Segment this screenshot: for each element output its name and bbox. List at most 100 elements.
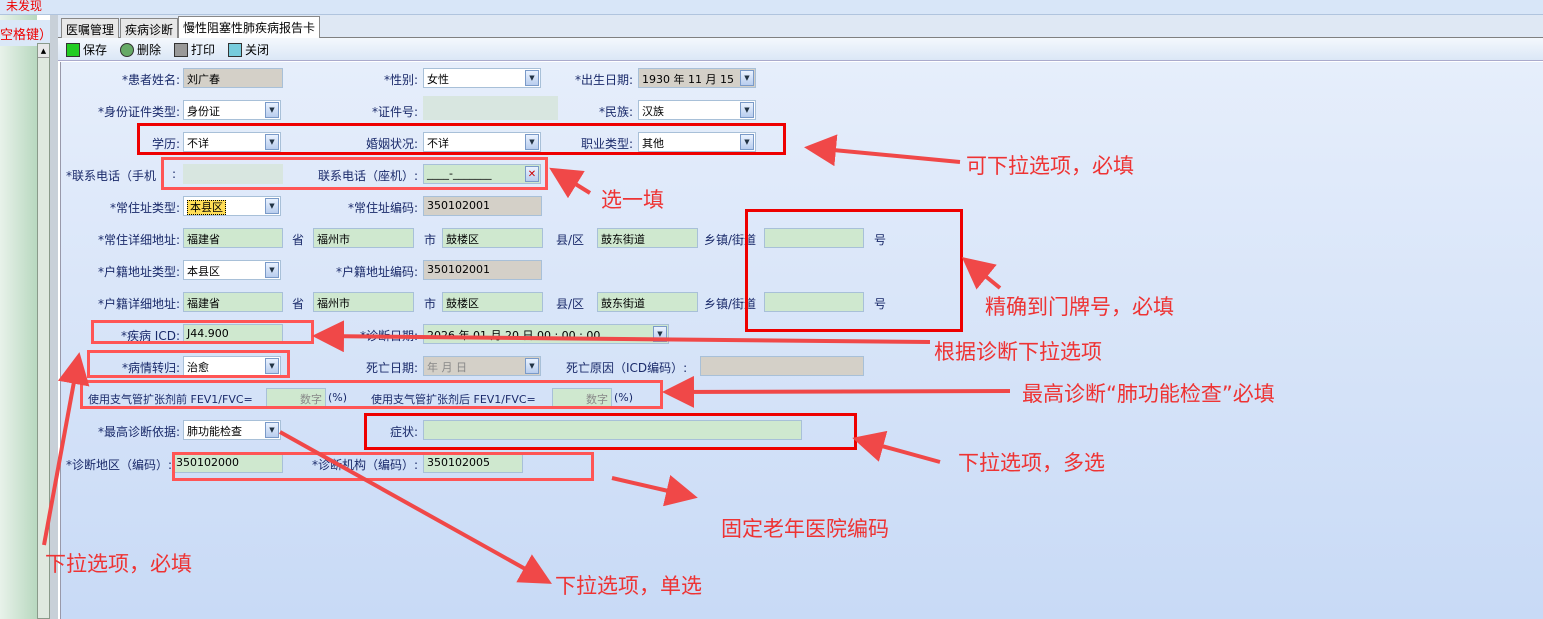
region-code-input[interactable]: 350102000 <box>172 453 283 473</box>
fev-post-input[interactable]: 数字 <box>552 388 612 408</box>
chevron-down-icon[interactable]: ▼ <box>265 422 279 438</box>
scrollbar[interactable]: ▲ <box>37 43 50 619</box>
chevron-down-icon[interactable]: ▼ <box>740 102 754 118</box>
chevron-down-icon[interactable]: ▼ <box>265 262 279 278</box>
fev-pre-label: 使用支气管扩张剂前 FEV1/FVC= <box>88 393 253 406</box>
outcome-value: 治愈 <box>187 361 209 374</box>
id-type-value: 身份证 <box>187 105 220 118</box>
id-type-select[interactable]: 身份证 ▼ <box>183 100 281 120</box>
fev-pre-input[interactable]: 数字 <box>266 388 326 408</box>
close-button[interactable]: 关闭 <box>228 41 269 58</box>
diagnosis-date-picker[interactable]: 2026 年 01 月 20 日 00 : 00 : 00▼ <box>423 324 669 344</box>
patient-name-input[interactable]: 刘广春 <box>183 68 283 88</box>
fev-post-label: 使用支气管扩张剂后 FEV1/FVC= <box>371 393 536 406</box>
annotation-note: 精确到门牌号，必填 <box>985 295 1174 319</box>
annotation-note: 可下拉选项，必填 <box>966 154 1134 178</box>
registered-type-select[interactable]: 本县区 ▼ <box>183 260 281 280</box>
death-cause-input[interactable] <box>700 356 864 376</box>
annotation-box <box>364 413 857 450</box>
id-no-input[interactable] <box>423 96 558 120</box>
registered-code-input[interactable]: 350102001 <box>423 260 542 280</box>
residence-address-label: *常住详细地址: <box>97 233 180 247</box>
annotation-note: 最高诊断“肺功能检查”必填 <box>1022 382 1275 406</box>
residence-province-input[interactable]: 福建省 <box>183 228 283 248</box>
registered-province-input[interactable]: 福建省 <box>183 292 283 312</box>
registered-type-value: 本县区 <box>187 265 220 278</box>
ethnic-select[interactable]: 汉族▼ <box>638 100 756 120</box>
outcome-select[interactable]: 治愈 ▼ <box>183 356 281 376</box>
toolbar: 保存 删除 打印 关闭 <box>58 38 1543 61</box>
region-code-label: *诊断地区（编码）: <box>66 458 173 472</box>
registered-city-input[interactable]: 福州市 <box>313 292 414 312</box>
left-panel: 空格键） <box>0 15 52 619</box>
tab-diagnosis[interactable]: 疾病诊断 <box>120 18 179 38</box>
save-button[interactable]: 保存 <box>66 41 107 58</box>
county-unit: 县/区 <box>556 233 585 247</box>
save-icon <box>66 42 80 57</box>
residence-house-number-input[interactable] <box>764 228 864 248</box>
tab-orders[interactable]: 医嘱管理 <box>61 18 120 38</box>
annotation-box <box>161 157 548 190</box>
residence-city-input[interactable]: 福州市 <box>313 228 414 248</box>
registered-code-label: *户籍地址编码: <box>335 265 418 279</box>
gender-value: 女性 <box>427 73 449 86</box>
residence-street-input[interactable]: 鼓东街道 <box>597 228 698 248</box>
street-unit: 乡镇/街道 <box>704 233 757 247</box>
gender-select[interactable]: 女性 ▼ <box>423 68 541 88</box>
residence-code-label: *常住址编码: <box>347 201 418 215</box>
education-select[interactable]: 不详▼ <box>183 132 281 152</box>
tab-copd-report[interactable]: 慢性阻塞性肺疾病报告卡 <box>178 16 321 38</box>
annotation-box <box>137 123 786 155</box>
registered-county-input[interactable]: 鼓楼区 <box>442 292 543 312</box>
chevron-down-icon[interactable]: ▼ <box>525 358 539 374</box>
annotation-box <box>80 380 663 409</box>
registered-type-label: *户籍地址类型: <box>97 265 180 279</box>
hint-text: 空格键） <box>0 20 52 46</box>
registered-street-input[interactable]: 鼓东街道 <box>597 292 698 312</box>
residence-type-label: *常住址类型: <box>109 201 180 215</box>
delete-label: 删除 <box>137 43 162 57</box>
annotation-box <box>87 350 290 378</box>
id-type-label: *身份证件类型: <box>97 105 180 119</box>
chevron-down-icon[interactable]: ▼ <box>525 70 539 86</box>
close-label: 关闭 <box>245 43 270 57</box>
residence-county-input[interactable]: 鼓楼区 <box>442 228 543 248</box>
status-text: 未发现 <box>6 0 43 13</box>
death-date-label: 死亡日期: <box>365 361 418 375</box>
landline-input[interactable]: ____-_______✕ <box>423 164 541 184</box>
residence-code-input[interactable]: 350102001 <box>423 196 542 216</box>
chevron-down-icon[interactable]: ▼ <box>525 134 539 150</box>
splitter[interactable] <box>50 15 58 619</box>
diagnosis-basis-select[interactable]: 肺功能检查 ▼ <box>183 420 281 440</box>
top-status-bar: 未发现 <box>0 0 1543 15</box>
chevron-down-icon[interactable]: ▼ <box>265 102 279 118</box>
print-label: 打印 <box>191 43 216 57</box>
scroll-up-button[interactable]: ▲ <box>38 44 49 58</box>
tab-strip: 医嘱管理 疾病诊断 慢性阻塞性肺疾病报告卡 <box>58 15 1543 38</box>
job-value: 其他 <box>642 137 664 150</box>
delete-icon <box>120 42 134 57</box>
residence-type-select[interactable]: 本县区▼ <box>183 196 281 216</box>
marital-select[interactable]: 不详▼ <box>423 132 541 152</box>
mobile-input[interactable] <box>183 164 283 184</box>
delete-button[interactable]: 删除 <box>120 41 161 58</box>
birth-date-picker[interactable]: 1930 年 11 月 15▼ <box>638 68 756 88</box>
death-date-picker[interactable]: 年 月 日 ▼ <box>423 356 541 376</box>
percent-unit: (%) <box>614 391 634 404</box>
chevron-down-icon[interactable]: ▼ <box>740 70 754 86</box>
registered-house-number-input[interactable] <box>764 292 864 312</box>
id-no-label: *证件号: <box>371 105 418 119</box>
chevron-down-icon[interactable]: ▼ <box>653 326 667 342</box>
job-select[interactable]: 其他 ▼ <box>638 132 756 152</box>
chevron-down-icon[interactable]: ▼ <box>265 198 279 214</box>
number-unit: 号 <box>874 297 887 311</box>
province-unit: 省 <box>292 297 305 311</box>
chevron-down-icon[interactable]: ▼ <box>265 358 279 374</box>
landline-label: 联系电话（座机）: <box>317 169 418 183</box>
diagnosis-basis-value: 肺功能检查 <box>187 425 242 438</box>
death-date-value: 年 月 日 <box>427 361 467 374</box>
chevron-down-icon[interactable]: ▼ <box>265 134 279 150</box>
print-button[interactable]: 打印 <box>174 41 215 58</box>
chevron-down-icon[interactable]: ▼ <box>740 134 754 150</box>
clear-icon[interactable]: ✕ <box>525 166 539 182</box>
